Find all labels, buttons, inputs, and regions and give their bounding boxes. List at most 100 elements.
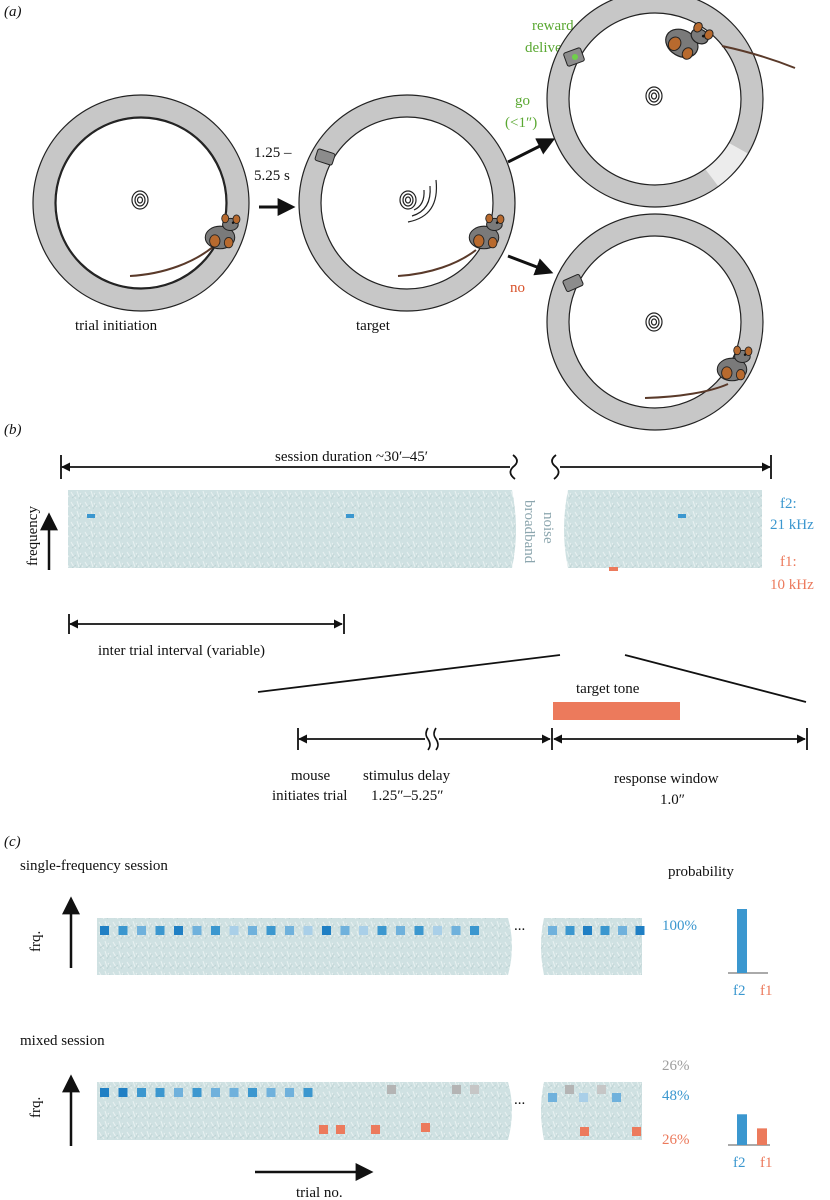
- zoom-line: [624, 654, 807, 703]
- iti-label: inter trial interval (variable): [98, 643, 265, 659]
- tone-f2-mark: [340, 926, 350, 935]
- center-object-icon: [645, 312, 663, 332]
- tone-f2-mark: [192, 1088, 202, 1097]
- mouse-tail: [721, 45, 796, 69]
- tone-f2-mark: [118, 926, 128, 935]
- tone-f2-mark: [285, 1088, 294, 1097]
- target-label: target: [356, 318, 391, 334]
- tone-f2-mark: [548, 1093, 557, 1102]
- delay-line1: 1.25 –: [254, 145, 292, 161]
- f2-label-line1: f2:: [780, 496, 797, 512]
- bar-label-f1: f1: [760, 1155, 773, 1171]
- tone-f2-mark: [211, 926, 220, 935]
- single-f2-percent: 100%: [662, 918, 697, 934]
- go-line1: go: [515, 93, 530, 109]
- tone-f2-mark: [229, 1088, 239, 1097]
- panel-b-label: (b): [4, 422, 22, 438]
- center-object-icon: [131, 190, 149, 210]
- tone-f2-mark: [303, 926, 313, 935]
- tone-f2-mark: [248, 926, 257, 935]
- tone-f2-mark: [303, 1088, 313, 1097]
- tone-f2-mark: [346, 514, 354, 518]
- mixed-session-noise: [541, 1082, 642, 1140]
- ellipsis: ...: [514, 918, 525, 934]
- tone-f2-mark: [359, 926, 368, 935]
- tone-f2-mark: [414, 926, 424, 935]
- tone-f2-mark: [451, 926, 461, 935]
- tone-f2-mark: [266, 926, 276, 935]
- sound-waves-icon: [407, 179, 438, 223]
- tone-f2-mark: [433, 926, 442, 935]
- tone-f2-mark: [192, 926, 202, 935]
- tone-f1-mark: [371, 1125, 380, 1134]
- tone-f2-mark: [100, 1088, 109, 1097]
- panel-c-label: (c): [4, 834, 21, 850]
- mixed-probability-chart: f2 f1: [728, 1114, 773, 1171]
- wheel-target: [298, 94, 516, 312]
- tone-catch-mark: [452, 1085, 461, 1094]
- target-tone-bar: [553, 702, 680, 720]
- center-object-icon: [399, 190, 417, 210]
- mouse-label-line1: mouse: [291, 768, 331, 784]
- response-window-line2: 1.0″: [660, 792, 685, 808]
- bar-f2: [737, 909, 747, 973]
- go-line2: (<1″): [505, 115, 537, 131]
- tone-f1-mark: [336, 1125, 345, 1134]
- mouse-tail: [644, 383, 729, 399]
- frq-label: frq.: [28, 1097, 44, 1118]
- tone-f1-mark: [609, 567, 618, 571]
- mouse-label-line2: initiates trial: [272, 788, 347, 804]
- tone-f1-mark: [632, 1127, 641, 1136]
- delay-line2: 5.25 s: [254, 168, 290, 184]
- tone-f2-mark: [579, 1093, 588, 1102]
- reward-port-icon: [562, 273, 584, 293]
- tone-f2-mark: [470, 926, 479, 935]
- tone-f2-mark: [137, 926, 146, 935]
- tone-f2-mark: [87, 514, 95, 518]
- mixed-f2-percent: 48%: [662, 1088, 690, 1104]
- tone-f2-mark: [100, 926, 109, 935]
- trial-no-label: trial no.: [296, 1185, 343, 1200]
- bar-f1: [757, 1128, 767, 1145]
- tone-f2-mark: [211, 1088, 220, 1097]
- spectrogram-noise: [564, 490, 762, 568]
- tone-f2-mark: [155, 1088, 165, 1097]
- reward-port-icon: [314, 148, 336, 166]
- tone-f2-mark: [174, 1088, 183, 1097]
- axis-break-icon: [509, 454, 518, 480]
- frequency-label: frequency: [25, 506, 41, 566]
- tone-f2-mark: [285, 926, 294, 935]
- wheel-trial-initiation: [32, 94, 250, 312]
- wheel-no-go: [546, 213, 764, 431]
- tone-f2-mark: [678, 514, 686, 518]
- tone-f2-mark: [612, 1093, 621, 1102]
- tone-f1-mark: [421, 1123, 430, 1132]
- tone-f1-mark: [319, 1125, 328, 1134]
- bar-label-f2: f2: [733, 1155, 746, 1171]
- tone-f2-mark: [600, 926, 610, 935]
- single-probability-chart: f2 f1: [728, 909, 773, 999]
- session-duration-label: session duration ~30′–45′: [275, 449, 428, 465]
- reward-light-icon: [572, 54, 578, 60]
- panel-c: (c) single-frequency session probability…: [4, 834, 773, 1200]
- trial-initiation-label: trial initiation: [75, 318, 158, 334]
- mouse-tail: [397, 249, 477, 277]
- tone-f2-mark: [396, 926, 405, 935]
- center-object-icon: [645, 86, 663, 106]
- go-arrow: [507, 138, 556, 164]
- target-tone-label: target tone: [576, 681, 640, 697]
- tone-f2-mark: [248, 1088, 257, 1097]
- tone-f2-mark: [174, 926, 183, 935]
- tone-f2-mark: [635, 926, 645, 935]
- single-session-title: single-frequency session: [20, 858, 168, 874]
- wheel-segment: [705, 142, 748, 187]
- axis-break-icon: [551, 454, 560, 480]
- broadband-label: broadband: [521, 500, 537, 564]
- reward-line1: reward: [532, 18, 574, 34]
- panel-b: (b) session duration ~30′–45′ broadband …: [4, 422, 814, 808]
- stimulus-delay-line1: stimulus delay: [363, 768, 451, 784]
- stimulus-delay-line2: 1.25″–5.25″: [371, 788, 444, 804]
- tone-catch-mark: [387, 1085, 396, 1094]
- single-session-tones: [100, 926, 645, 935]
